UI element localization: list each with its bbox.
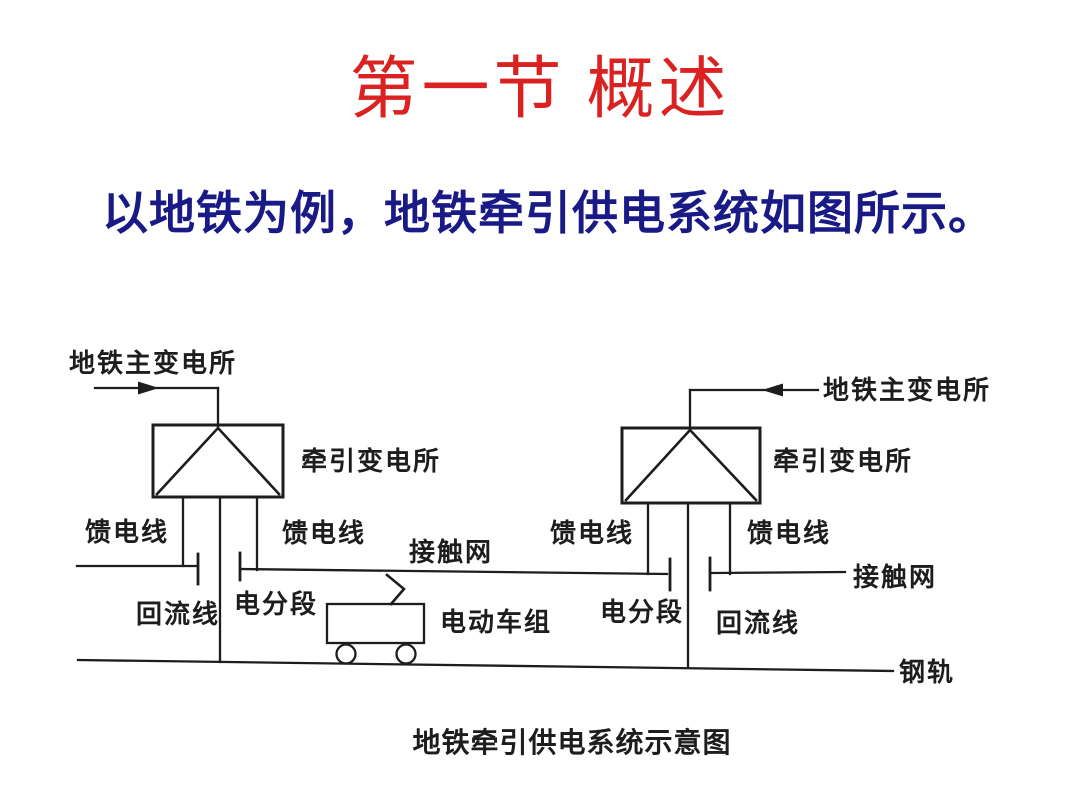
train-wheel-left xyxy=(335,643,357,665)
arrow-right-icon xyxy=(138,381,159,395)
label-traction-substation-left: 牵引变电所 xyxy=(301,446,441,476)
transformer-triangle-icon-left xyxy=(155,426,281,496)
catenary-train-group: 接触网 电动车组 xyxy=(238,537,669,665)
label-catenary-right: 接触网 xyxy=(853,562,937,592)
label-section-gap-left: 电分段 xyxy=(234,589,318,619)
train-body xyxy=(325,602,426,645)
rail-line xyxy=(76,658,895,673)
substation-box-right xyxy=(620,426,762,505)
slide-subtitle: 以地铁为例，地铁牵引供电系统如图所示。 xyxy=(102,187,995,239)
label-return-line-left: 回流线 xyxy=(136,599,220,629)
transformer-triangle-icon-right xyxy=(624,428,758,502)
right-substation-group: 地铁主变电所 牵引变电所 馈电线 馈电线 电分段 回流线 接触网 xyxy=(550,375,991,670)
label-feeder-right-1: 馈电线 xyxy=(550,518,634,548)
left-substation-group: 地铁主变电所 牵引变电所 馈电线 馈电线 回流线 电分段 xyxy=(69,348,441,664)
arrow-left-icon xyxy=(762,383,783,397)
label-feeder-left-1: 馈电线 xyxy=(85,517,169,547)
label-feeder-right-2: 馈电线 xyxy=(747,518,831,548)
label-catenary-left: 接触网 xyxy=(409,537,493,567)
label-main-substation-right: 地铁主变电所 xyxy=(823,375,991,405)
train-wheel-right xyxy=(395,643,417,665)
catenary-wire-middle xyxy=(238,567,669,576)
catenary-wire-right-end xyxy=(710,570,847,575)
label-traction-substation-right: 牵引变电所 xyxy=(773,446,913,476)
pantograph-icon xyxy=(385,573,406,606)
label-return-line-right: 回流线 xyxy=(716,608,800,638)
slide-title: 第一节 概述 xyxy=(349,51,731,127)
label-emu-train: 电动车组 xyxy=(440,607,552,637)
label-rail: 钢轨 xyxy=(899,657,955,687)
substation-box-left xyxy=(151,423,285,499)
rail-group: 钢轨 xyxy=(76,657,955,687)
label-feeder-left-2: 馈电线 xyxy=(282,518,366,548)
label-section-gap-right: 电分段 xyxy=(600,597,684,627)
label-main-substation-left: 地铁主变电所 xyxy=(69,348,237,378)
diagram-caption: 地铁牵引供电系统示意图 xyxy=(412,726,731,758)
